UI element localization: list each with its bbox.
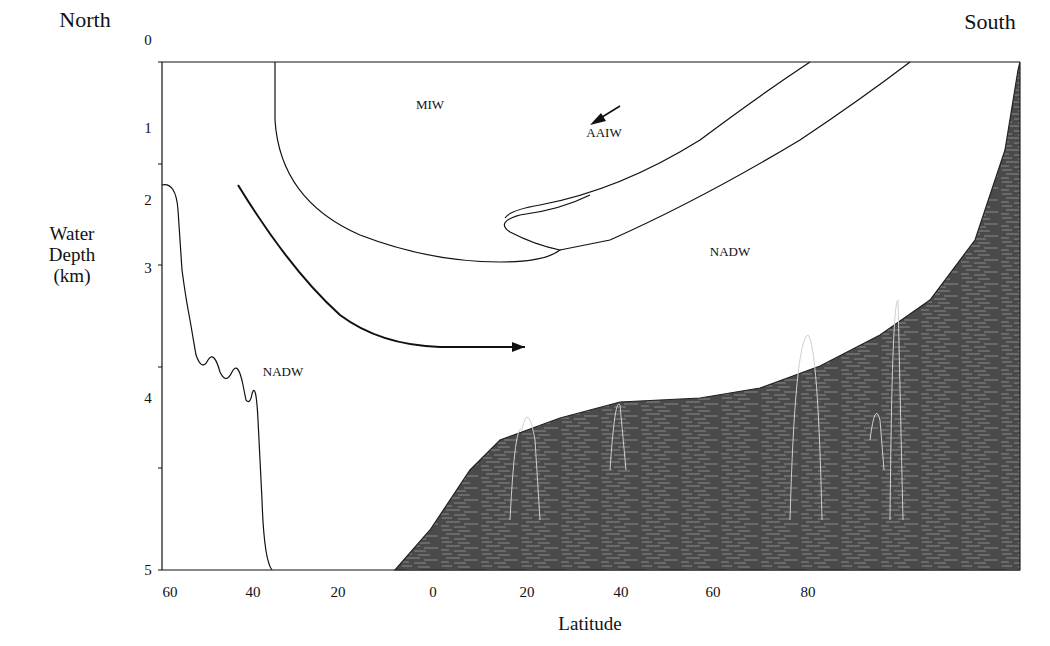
direction-label: North — [59, 8, 110, 32]
axis-title: Latitude — [558, 614, 621, 635]
arrow-head — [512, 342, 525, 352]
latitude-tick: 20 — [331, 584, 346, 601]
nadw-flow-arrow — [238, 185, 525, 347]
arrow-head — [590, 113, 606, 125]
miw-boundary — [275, 62, 590, 262]
water-mass-label: NADW — [710, 245, 750, 259]
aaiw-upper — [505, 62, 810, 218]
direction-label: South — [964, 10, 1015, 34]
aaiw-lower — [560, 62, 910, 250]
depth-axis — [161, 62, 162, 570]
latitude-tick: 40 — [246, 584, 261, 601]
latitude-tick: 60 — [163, 584, 178, 601]
latitude-tick: 20 — [520, 584, 535, 601]
depth-tick: 0 — [144, 32, 152, 49]
seamounts — [510, 300, 903, 520]
axis-title: Water Depth (km) — [41, 224, 103, 287]
latitude-tick: 80 — [801, 584, 816, 601]
depth-tick: 5 — [144, 562, 152, 579]
sea-surface — [162, 61, 1020, 62]
depth-tick: 3 — [144, 260, 152, 277]
seafloor — [395, 62, 1020, 570]
depth-tick: 2 — [144, 192, 152, 209]
water-mass-label: MIW — [416, 98, 444, 112]
depth-ticks — [158, 62, 162, 570]
water-mass-label: NADW — [263, 365, 303, 379]
depth-tick: 1 — [144, 120, 152, 137]
water-mass-label: AAIW — [586, 126, 621, 140]
latitude-tick: 60 — [706, 584, 721, 601]
latitude-tick: 0 — [429, 584, 437, 601]
latitude-tick: 40 — [614, 584, 629, 601]
north-margin — [162, 185, 272, 570]
depth-tick: 4 — [144, 390, 152, 407]
